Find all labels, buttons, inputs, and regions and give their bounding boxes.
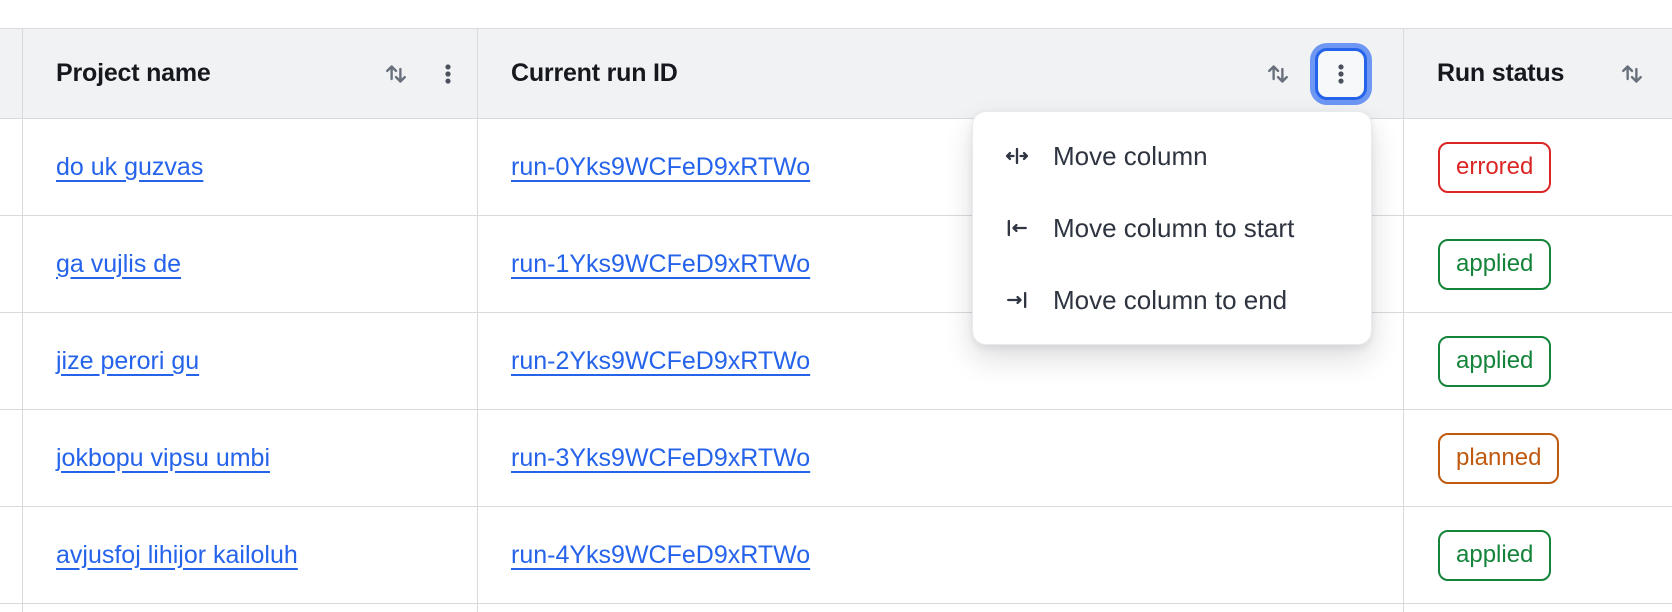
table-row: jize perori gu run-2Yks9WCFeD9xRTWo appl… bbox=[0, 313, 1672, 410]
table-header-row: Project name Current run ID bbox=[0, 29, 1672, 119]
project-name-header-label: Project name bbox=[56, 59, 211, 87]
gutter-partial-column bbox=[0, 216, 22, 312]
project-link[interactable]: avjusfoj lihijor kailoluh bbox=[56, 540, 298, 569]
table-row: do uk guzvas run-0Yks9WCFeD9xRTWo errore… bbox=[0, 119, 1672, 216]
column-header-run-status: Run status bbox=[1403, 29, 1672, 118]
menu-item-label: Move column bbox=[1053, 140, 1208, 171]
table-row-partial bbox=[0, 604, 1672, 612]
run-status-badge: errored bbox=[1438, 141, 1552, 193]
column-header-project-name: Project name bbox=[22, 29, 477, 118]
run-id-link[interactable]: run-4Yks9WCFeD9xRTWo bbox=[511, 540, 811, 569]
projects-table: Project name Current run ID bbox=[0, 28, 1672, 612]
menu-item-label: Move column to start bbox=[1053, 212, 1295, 243]
project-link[interactable]: jize perori gu bbox=[56, 346, 200, 375]
gutter-partial-column bbox=[0, 507, 22, 603]
column-options-icon[interactable] bbox=[435, 61, 461, 87]
run-status-badge: applied bbox=[1438, 335, 1552, 387]
column-options-button-focused[interactable] bbox=[1315, 47, 1367, 100]
gutter-partial-column bbox=[0, 29, 22, 118]
sort-icon[interactable] bbox=[1263, 59, 1293, 89]
menu-item-move-column-to-end[interactable]: Move column to end bbox=[973, 264, 1371, 336]
menu-item-move-column[interactable]: Move column bbox=[973, 120, 1371, 192]
run-id-link[interactable]: run-2Yks9WCFeD9xRTWo bbox=[511, 346, 811, 375]
sort-icon[interactable] bbox=[1617, 59, 1647, 89]
column-header-current-run-id: Current run ID bbox=[477, 29, 1403, 118]
move-column-to-end-icon bbox=[1003, 286, 1031, 314]
gutter-partial-column bbox=[0, 313, 22, 409]
menu-item-move-column-to-start[interactable]: Move column to start bbox=[973, 192, 1371, 264]
run-status-badge: planned bbox=[1438, 432, 1560, 484]
move-column-to-start-icon bbox=[1003, 214, 1031, 242]
table-row: ga vujlis de run-1Yks9WCFeD9xRTWo applie… bbox=[0, 216, 1672, 313]
project-link[interactable]: do uk guzvas bbox=[56, 152, 204, 181]
gutter-partial-column bbox=[0, 604, 22, 612]
run-status-badge: applied bbox=[1438, 529, 1552, 581]
run-status-header-label: Run status bbox=[1437, 59, 1565, 87]
gutter-partial-column bbox=[0, 119, 22, 215]
run-id-link[interactable]: run-3Yks9WCFeD9xRTWo bbox=[511, 443, 811, 472]
menu-item-label: Move column to end bbox=[1053, 284, 1288, 315]
run-id-link[interactable]: run-0Yks9WCFeD9xRTWo bbox=[511, 152, 811, 181]
move-column-icon bbox=[1003, 142, 1031, 170]
sort-icon[interactable] bbox=[381, 59, 411, 89]
current-run-id-header-label: Current run ID bbox=[511, 59, 678, 87]
table-row: avjusfoj lihijor kailoluh run-4Yks9WCFeD… bbox=[0, 507, 1672, 604]
run-status-badge: applied bbox=[1438, 238, 1552, 290]
table-row: jokbopu vipsu umbi run-3Yks9WCFeD9xRTWo … bbox=[0, 410, 1672, 507]
run-id-link[interactable]: run-1Yks9WCFeD9xRTWo bbox=[511, 249, 811, 278]
column-options-menu: Move column Move column to start Move co… bbox=[972, 111, 1372, 345]
project-link[interactable]: ga vujlis de bbox=[56, 249, 182, 278]
gutter-partial-column bbox=[0, 410, 22, 506]
column-options-icon bbox=[1338, 63, 1344, 84]
project-link[interactable]: jokbopu vipsu umbi bbox=[56, 443, 271, 472]
